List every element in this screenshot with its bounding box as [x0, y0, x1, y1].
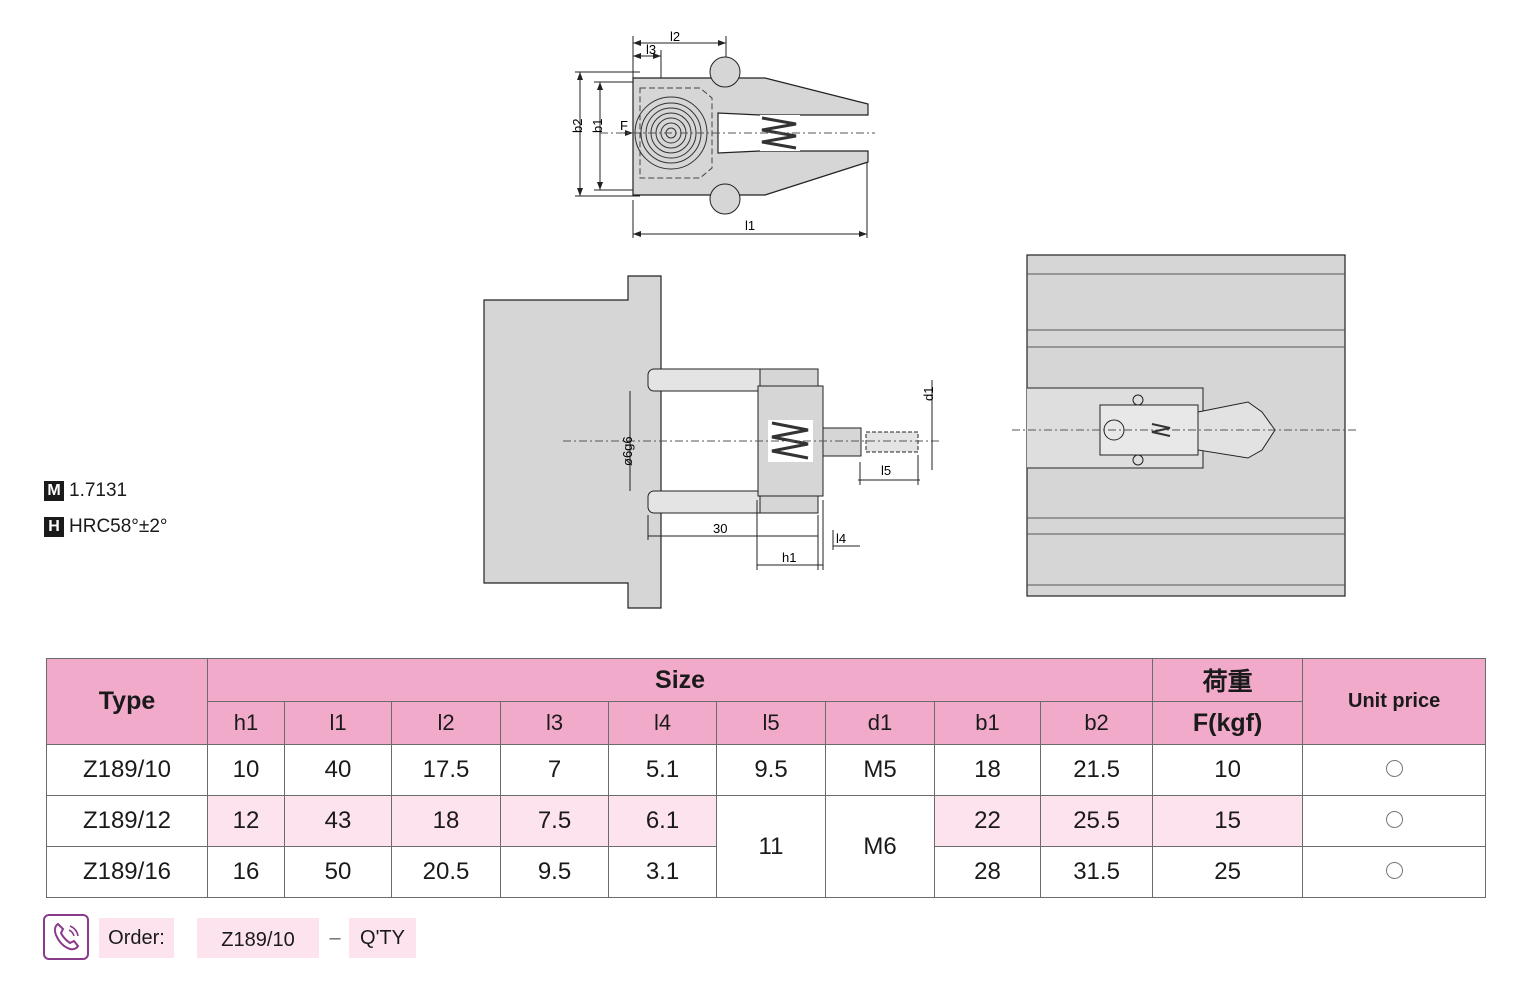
cell-l4: 5.1	[608, 744, 717, 796]
cell-unit-price[interactable]	[1302, 846, 1487, 898]
cell-l1: 43	[284, 795, 392, 847]
label-30: 30	[713, 521, 727, 536]
cell-F: 15	[1152, 795, 1304, 847]
header-load-unit: F(kgf)	[1152, 701, 1304, 745]
label-l3: l3	[646, 42, 656, 57]
header-b1: b1	[934, 701, 1041, 745]
price-circle-icon	[1385, 862, 1403, 879]
table-row: Z189/16 16 50 20.5 9.5 3.1 28 31.5 25	[46, 846, 1487, 898]
cell-unit-price[interactable]	[1302, 744, 1487, 796]
cell-type: Z189/10	[46, 744, 208, 796]
cell-type: Z189/16	[46, 846, 208, 898]
cell-l3: 9.5	[500, 846, 609, 898]
price-circle-icon	[1385, 811, 1403, 828]
cell-l4: 3.1	[608, 846, 717, 898]
top-view-drawing: F l2 l3 b2 b1 l1	[570, 29, 875, 238]
header-b2: b2	[1039, 701, 1154, 745]
order-label: Order:	[99, 918, 174, 958]
cell-l4: 6.1	[608, 795, 717, 847]
front-view-drawing	[1012, 254, 1356, 597]
cell-l2: 18	[391, 795, 501, 847]
label-F: F	[620, 118, 628, 133]
header-l3: l3	[500, 701, 609, 745]
cell-unit-price[interactable]	[1302, 795, 1487, 847]
cell-type: Z189/12	[46, 795, 208, 847]
order-code-field[interactable]: Z189/10	[197, 918, 319, 958]
cell-l2: 17.5	[391, 744, 501, 796]
cell-h1: 10	[207, 744, 285, 796]
cell-l5: 9.5	[716, 744, 826, 796]
cell-l1: 40	[284, 744, 392, 796]
cell-l2: 20.5	[391, 846, 501, 898]
label-b1: b1	[590, 119, 605, 133]
cell-l3: 7.5	[500, 795, 609, 847]
phone-order-icon[interactable]	[43, 914, 89, 960]
material-value: 1.7131	[69, 480, 128, 501]
price-circle-icon	[1385, 760, 1403, 777]
cell-b1: 22	[934, 795, 1041, 847]
label-l2: l2	[670, 29, 680, 44]
cell-d1: M6	[825, 795, 935, 898]
cell-b2: 31.5	[1039, 846, 1154, 898]
header-h1: h1	[207, 701, 285, 745]
label-h1: h1	[782, 550, 796, 565]
label-l1: l1	[745, 218, 755, 233]
cell-h1: 16	[207, 846, 285, 898]
hardness-value: HRC58°±2°	[69, 516, 168, 537]
cell-F: 25	[1152, 846, 1304, 898]
cell-l3: 7	[500, 744, 609, 796]
hardness-spec: H HRC58°±2°	[44, 516, 168, 538]
header-size: Size	[206, 658, 1154, 702]
cell-b2: 25.5	[1039, 795, 1154, 847]
side-section-drawing: d1 ø6g6 l5 30 l4 h1	[483, 275, 940, 609]
cell-d1: M5	[825, 744, 935, 796]
label-d1: d1	[921, 387, 936, 401]
label-dia: ø6g6	[620, 436, 635, 466]
material-spec: M 1.7131	[44, 480, 127, 502]
header-l1: l1	[284, 701, 392, 745]
phone-icon	[53, 922, 80, 951]
cell-b1: 28	[934, 846, 1041, 898]
header-l4: l4	[608, 701, 717, 745]
header-d1: d1	[825, 701, 935, 745]
cell-b1: 18	[934, 744, 1041, 796]
header-unit-price: Unit price	[1302, 658, 1487, 745]
cell-h1: 12	[207, 795, 285, 847]
hardness-symbol: H	[44, 517, 64, 537]
cell-l5: 11	[716, 795, 826, 898]
material-symbol: M	[44, 481, 64, 501]
cell-b2: 21.5	[1039, 744, 1154, 796]
header-load: 荷重	[1152, 658, 1304, 702]
label-l4: l4	[836, 531, 846, 546]
spec-table: Type Size 荷重 Unit price h1 l1 l2 l3 l4 l…	[46, 658, 1487, 898]
header-l5: l5	[716, 701, 826, 745]
order-qty-field[interactable]: Q'TY	[349, 918, 416, 958]
order-separator: –	[329, 927, 341, 949]
table-row: Z189/10 10 40 17.5 7 5.1 9.5 M5 18 21.5 …	[46, 744, 1487, 796]
label-l5: l5	[881, 463, 891, 478]
header-type: Type	[46, 658, 208, 745]
table-row: Z189/12 12 43 18 7.5 6.1 11 M6 22 25.5 1…	[46, 795, 1487, 898]
label-b2: b2	[570, 119, 585, 133]
cell-F: 10	[1152, 744, 1304, 796]
header-l2: l2	[391, 701, 501, 745]
cell-l1: 50	[284, 846, 392, 898]
